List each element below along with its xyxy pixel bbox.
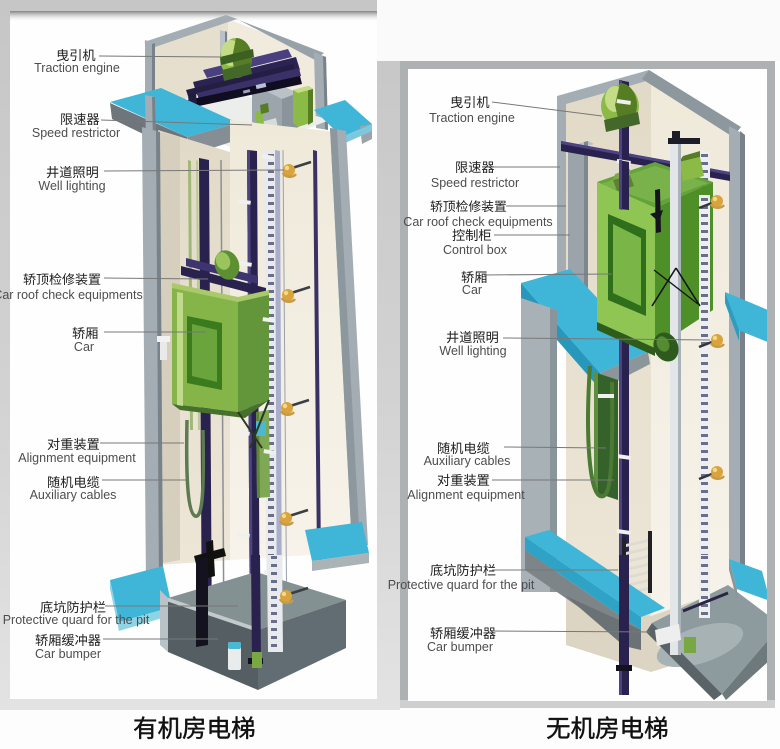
svg-text:Traction engine: Traction engine <box>34 61 120 75</box>
svg-text:Protective quard for the pit: Protective quard for the pit <box>3 613 150 627</box>
svg-text:Speed restrictor: Speed restrictor <box>32 126 120 140</box>
svg-text:Car bumper: Car bumper <box>35 647 101 661</box>
svg-text:Car roof check equipments: Car roof check equipments <box>403 215 552 229</box>
svg-text:Alignment equipment: Alignment equipment <box>18 451 136 465</box>
svg-text:Traction engine: Traction engine <box>429 111 515 125</box>
svg-text:Speed restrictor: Speed restrictor <box>431 176 519 190</box>
svg-text:Auxiliary cables: Auxiliary cables <box>30 488 117 502</box>
svg-text:Well lighting: Well lighting <box>38 179 105 193</box>
svg-text:Alignment equipment: Alignment equipment <box>407 488 525 502</box>
svg-text:Control box: Control box <box>443 243 508 257</box>
svg-text:Car: Car <box>74 340 94 354</box>
svg-text:Protective quard for the pit: Protective quard for the pit <box>388 578 535 592</box>
svg-text:Car: Car <box>462 283 482 297</box>
svg-text:Car roof check equipments: Car roof check equipments <box>0 288 143 302</box>
svg-text:Auxiliary cables: Auxiliary cables <box>424 454 511 468</box>
svg-text:Car bumper: Car bumper <box>427 640 493 654</box>
svg-text:Well lighting: Well lighting <box>439 344 506 358</box>
